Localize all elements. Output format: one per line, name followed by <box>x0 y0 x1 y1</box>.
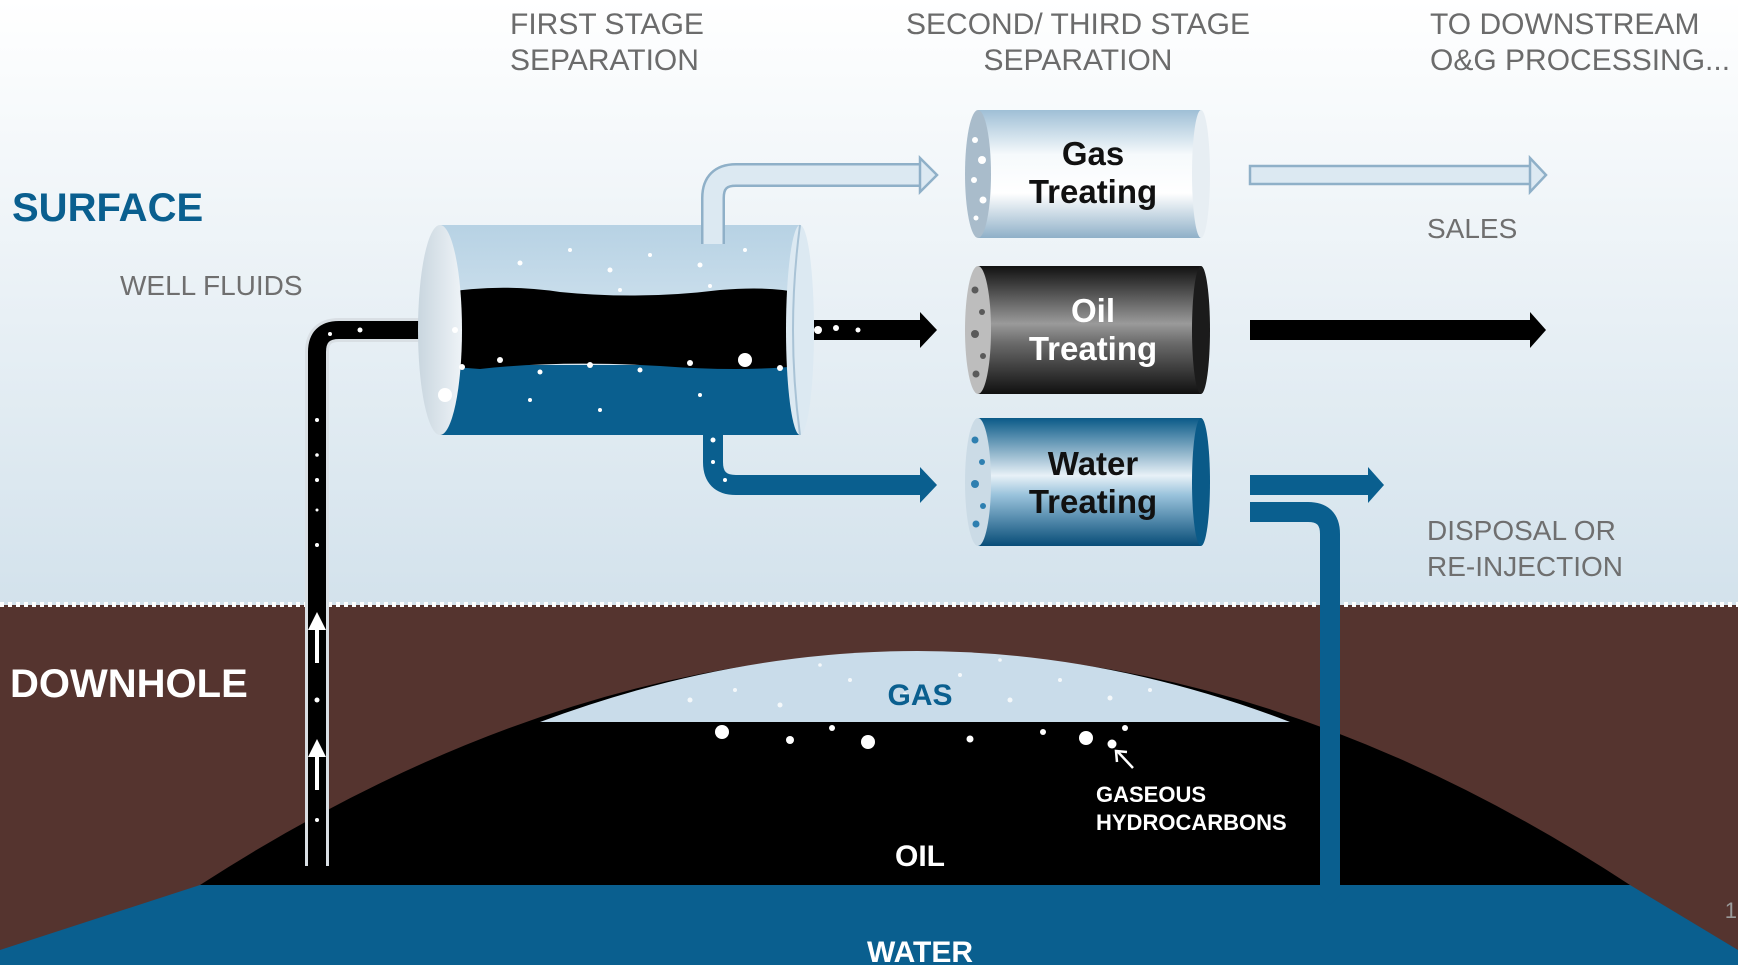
gaseous-label-line1: GASEOUS <box>1096 782 1206 807</box>
gas-treating-label-line1: Gas <box>1062 135 1124 172</box>
zone-downhole-label: DOWNHOLE <box>10 662 248 706</box>
gas-treating-unit <box>965 110 1210 238</box>
well-pipe <box>308 321 430 866</box>
oil-output-arrow <box>1250 320 1532 340</box>
disposal-label-line2: RE-INJECTION <box>1427 551 1623 582</box>
gas-cap-bubbles <box>687 658 1152 708</box>
reservoir-water-label: WATER <box>867 936 973 965</box>
zone-surface-label: SURFACE <box>12 186 203 230</box>
oil-treating-unit <box>965 266 1210 394</box>
water-output-arrowhead <box>1368 467 1384 503</box>
reservoir-oil-label: OIL <box>895 840 945 873</box>
sales-label: SALES <box>1427 213 1517 244</box>
header-first-stage-line1: FIRST STAGE <box>510 8 704 41</box>
well-fluids-label: WELL FLUIDS <box>120 270 303 301</box>
water-output-arrow <box>1250 475 1370 495</box>
sales-arrowhead <box>1528 154 1548 196</box>
gas-cap <box>540 651 1290 722</box>
up-arrow-icon <box>308 612 326 790</box>
gas-treating-label-line2: Treating <box>1029 173 1157 210</box>
gas-pipe-inner <box>703 165 922 244</box>
header-downstream-line2: O&G PROCESSING... <box>1430 44 1730 77</box>
well-pipe-bubbles <box>314 327 363 822</box>
page-number: 1 <box>1725 898 1737 923</box>
water-treating-label-line1: Water <box>1048 445 1139 482</box>
callout-arrow <box>1114 749 1134 769</box>
water-pipe-arrowhead <box>920 467 937 503</box>
oil-pipe-arrowhead <box>920 312 937 348</box>
water-treating-unit <box>965 418 1210 546</box>
water-treating-label-line2: Treating <box>1029 483 1157 520</box>
oil-treating-label-line1: Oil <box>1071 292 1115 329</box>
oil-output-arrowhead <box>1530 312 1546 348</box>
oil-treating-label-line2: Treating <box>1029 330 1157 367</box>
disposal-label-line1: DISPOSAL OR <box>1427 515 1616 546</box>
reinjection-arrowhead <box>1318 893 1342 905</box>
surface-line <box>0 602 1738 607</box>
header-second-third-line2: SEPARATION <box>984 44 1173 77</box>
reinjection-pipe <box>1250 502 1340 895</box>
surface-zone <box>0 0 1738 605</box>
oil-layer <box>200 652 1630 885</box>
header-second-third-line1: SECOND/ THIRD STAGE <box>906 8 1250 41</box>
gas-pipe-arrowhead <box>918 154 939 196</box>
header-first-stage-line2: SEPARATION <box>510 44 699 77</box>
reservoir-gas-label: GAS <box>887 679 952 712</box>
water-layer <box>0 885 1738 965</box>
gaseous-hydrocarbon-bubbles <box>715 725 1128 749</box>
oil-pipe <box>814 320 922 340</box>
sales-arrow <box>1248 164 1534 186</box>
gaseous-label-line2: HYDROCARBONS <box>1096 810 1287 835</box>
first-stage-separator <box>418 224 814 436</box>
header-downstream-line1: TO DOWNSTREAM <box>1430 8 1699 41</box>
